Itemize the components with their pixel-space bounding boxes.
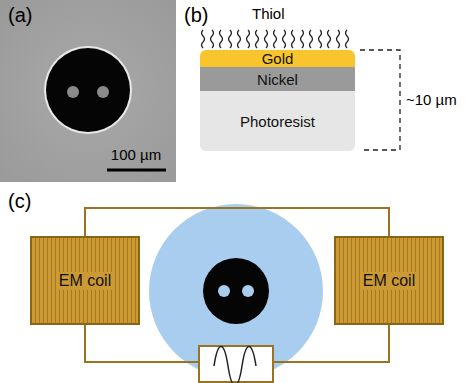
sine-symbol bbox=[214, 347, 256, 383]
panel-letter: (c) bbox=[8, 190, 31, 213]
wire bbox=[85, 208, 389, 236]
node-label: Photoresist bbox=[240, 114, 315, 129]
em-coil: EM coil bbox=[334, 236, 444, 325]
wire bbox=[85, 325, 199, 362]
nickel-layer: Nickel bbox=[200, 67, 355, 91]
ac-source bbox=[199, 346, 273, 382]
panel-letter: (a) bbox=[8, 4, 32, 27]
scale-bar bbox=[107, 169, 166, 172]
scale-label: 100 µm bbox=[111, 146, 161, 163]
node-label: Gold bbox=[262, 51, 294, 66]
wire bbox=[273, 325, 389, 362]
node-label: EM coil bbox=[56, 272, 114, 290]
em-coil: EM coil bbox=[30, 236, 140, 325]
hole bbox=[97, 86, 109, 98]
microdisc bbox=[203, 258, 269, 324]
dimension: ~10 µm bbox=[406, 91, 457, 108]
thiol-chains bbox=[202, 30, 349, 48]
node-label: EM coil bbox=[360, 272, 418, 290]
panel-letter: (b) bbox=[184, 4, 208, 27]
thickness-bracket bbox=[360, 50, 400, 150]
node-label: Nickel bbox=[257, 72, 298, 87]
hole bbox=[242, 285, 254, 297]
disc-halo bbox=[44, 46, 132, 134]
micrograph bbox=[0, 0, 176, 182]
gold-layer: Gold bbox=[200, 50, 355, 67]
microdisc bbox=[46, 48, 130, 132]
layer-label: Thiol bbox=[252, 5, 285, 22]
hole bbox=[67, 86, 79, 98]
hole bbox=[218, 285, 230, 297]
photoresist-layer: Photoresist bbox=[200, 91, 355, 151]
